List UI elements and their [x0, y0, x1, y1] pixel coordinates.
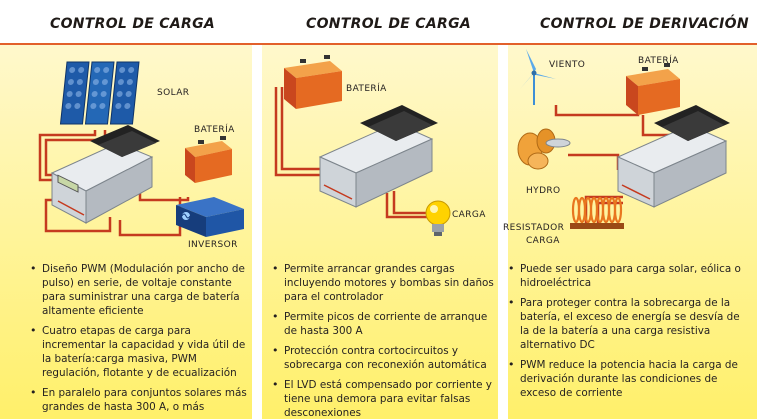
battery-icon [284, 55, 342, 109]
label-inversor: INVERSOR [188, 240, 238, 250]
feature-list-carga-load: Permite arrancar grandes cargas incluyen… [272, 262, 496, 419]
header-title-carga-2: CONTROL DE CARGA [306, 16, 471, 32]
list-item: Para proteger contra la sobrecarga de la… [508, 296, 748, 352]
panel-divider [498, 45, 508, 419]
solar-panel-icon [59, 61, 140, 125]
label-hydro: HYDRO [526, 186, 561, 196]
light-bulb-icon [425, 200, 451, 236]
label-viento: VIENTO [549, 60, 586, 70]
charge-controller-icon [318, 105, 438, 208]
charge-controller-icon [50, 125, 160, 224]
header-title-carga-1: CONTROL DE CARGA [50, 16, 215, 32]
list-item: Diseño PWM (Modulación por ancho de puls… [30, 262, 248, 318]
load-control-diagram [274, 55, 451, 236]
hydro-turbine-icon [517, 128, 571, 170]
diversion-control-diagram [517, 49, 730, 229]
wind-turbine-icon [520, 49, 556, 105]
list-item: PWM reduce la potencia hacia la carga de… [508, 358, 748, 400]
battery-icon [185, 136, 232, 183]
list-item: Puede ser usado para carga solar, eólica… [508, 262, 748, 290]
list-item: El LVD está compensado por corriente y t… [272, 378, 496, 419]
feature-list-carga-solar: Diseño PWM (Modulación por ancho de puls… [30, 262, 248, 419]
header-accent-line [0, 43, 757, 45]
charge-controller-icon [616, 105, 730, 208]
list-item: Permite arrancar grandes cargas incluyen… [272, 262, 496, 304]
list-item: Permite picos de corriente de arranque d… [272, 310, 496, 338]
label-resistador: RESISTADOR [503, 223, 565, 233]
inverter-icon [176, 197, 244, 237]
solar-system-diagram [38, 61, 244, 237]
label-bateria: BATERÍA [638, 56, 679, 66]
label-carga: CARGA [526, 236, 560, 246]
panel-divider [252, 45, 262, 419]
section-header: CONTROL DE CARGA CONTROL DE CARGA CONTRO… [0, 0, 757, 45]
resistor-load-icon [570, 196, 624, 229]
battery-icon [626, 63, 680, 115]
list-item: Cuatro etapas de carga para incrementar … [30, 324, 248, 380]
header-title-derivacion: CONTROL DE DERIVACIÓN [540, 16, 749, 32]
label-bateria: BATERÍA [346, 84, 387, 94]
list-item: Protección contra cortocircuitos y sobre… [272, 344, 496, 372]
feature-list-derivacion: Puede ser usado para carga solar, eólica… [508, 262, 748, 406]
label-solar: SOLAR [157, 88, 190, 98]
list-item: En paralelo para conjuntos solares más g… [30, 386, 248, 414]
label-bateria: BATERÍA [194, 125, 235, 135]
label-carga: CARGA [452, 210, 486, 220]
